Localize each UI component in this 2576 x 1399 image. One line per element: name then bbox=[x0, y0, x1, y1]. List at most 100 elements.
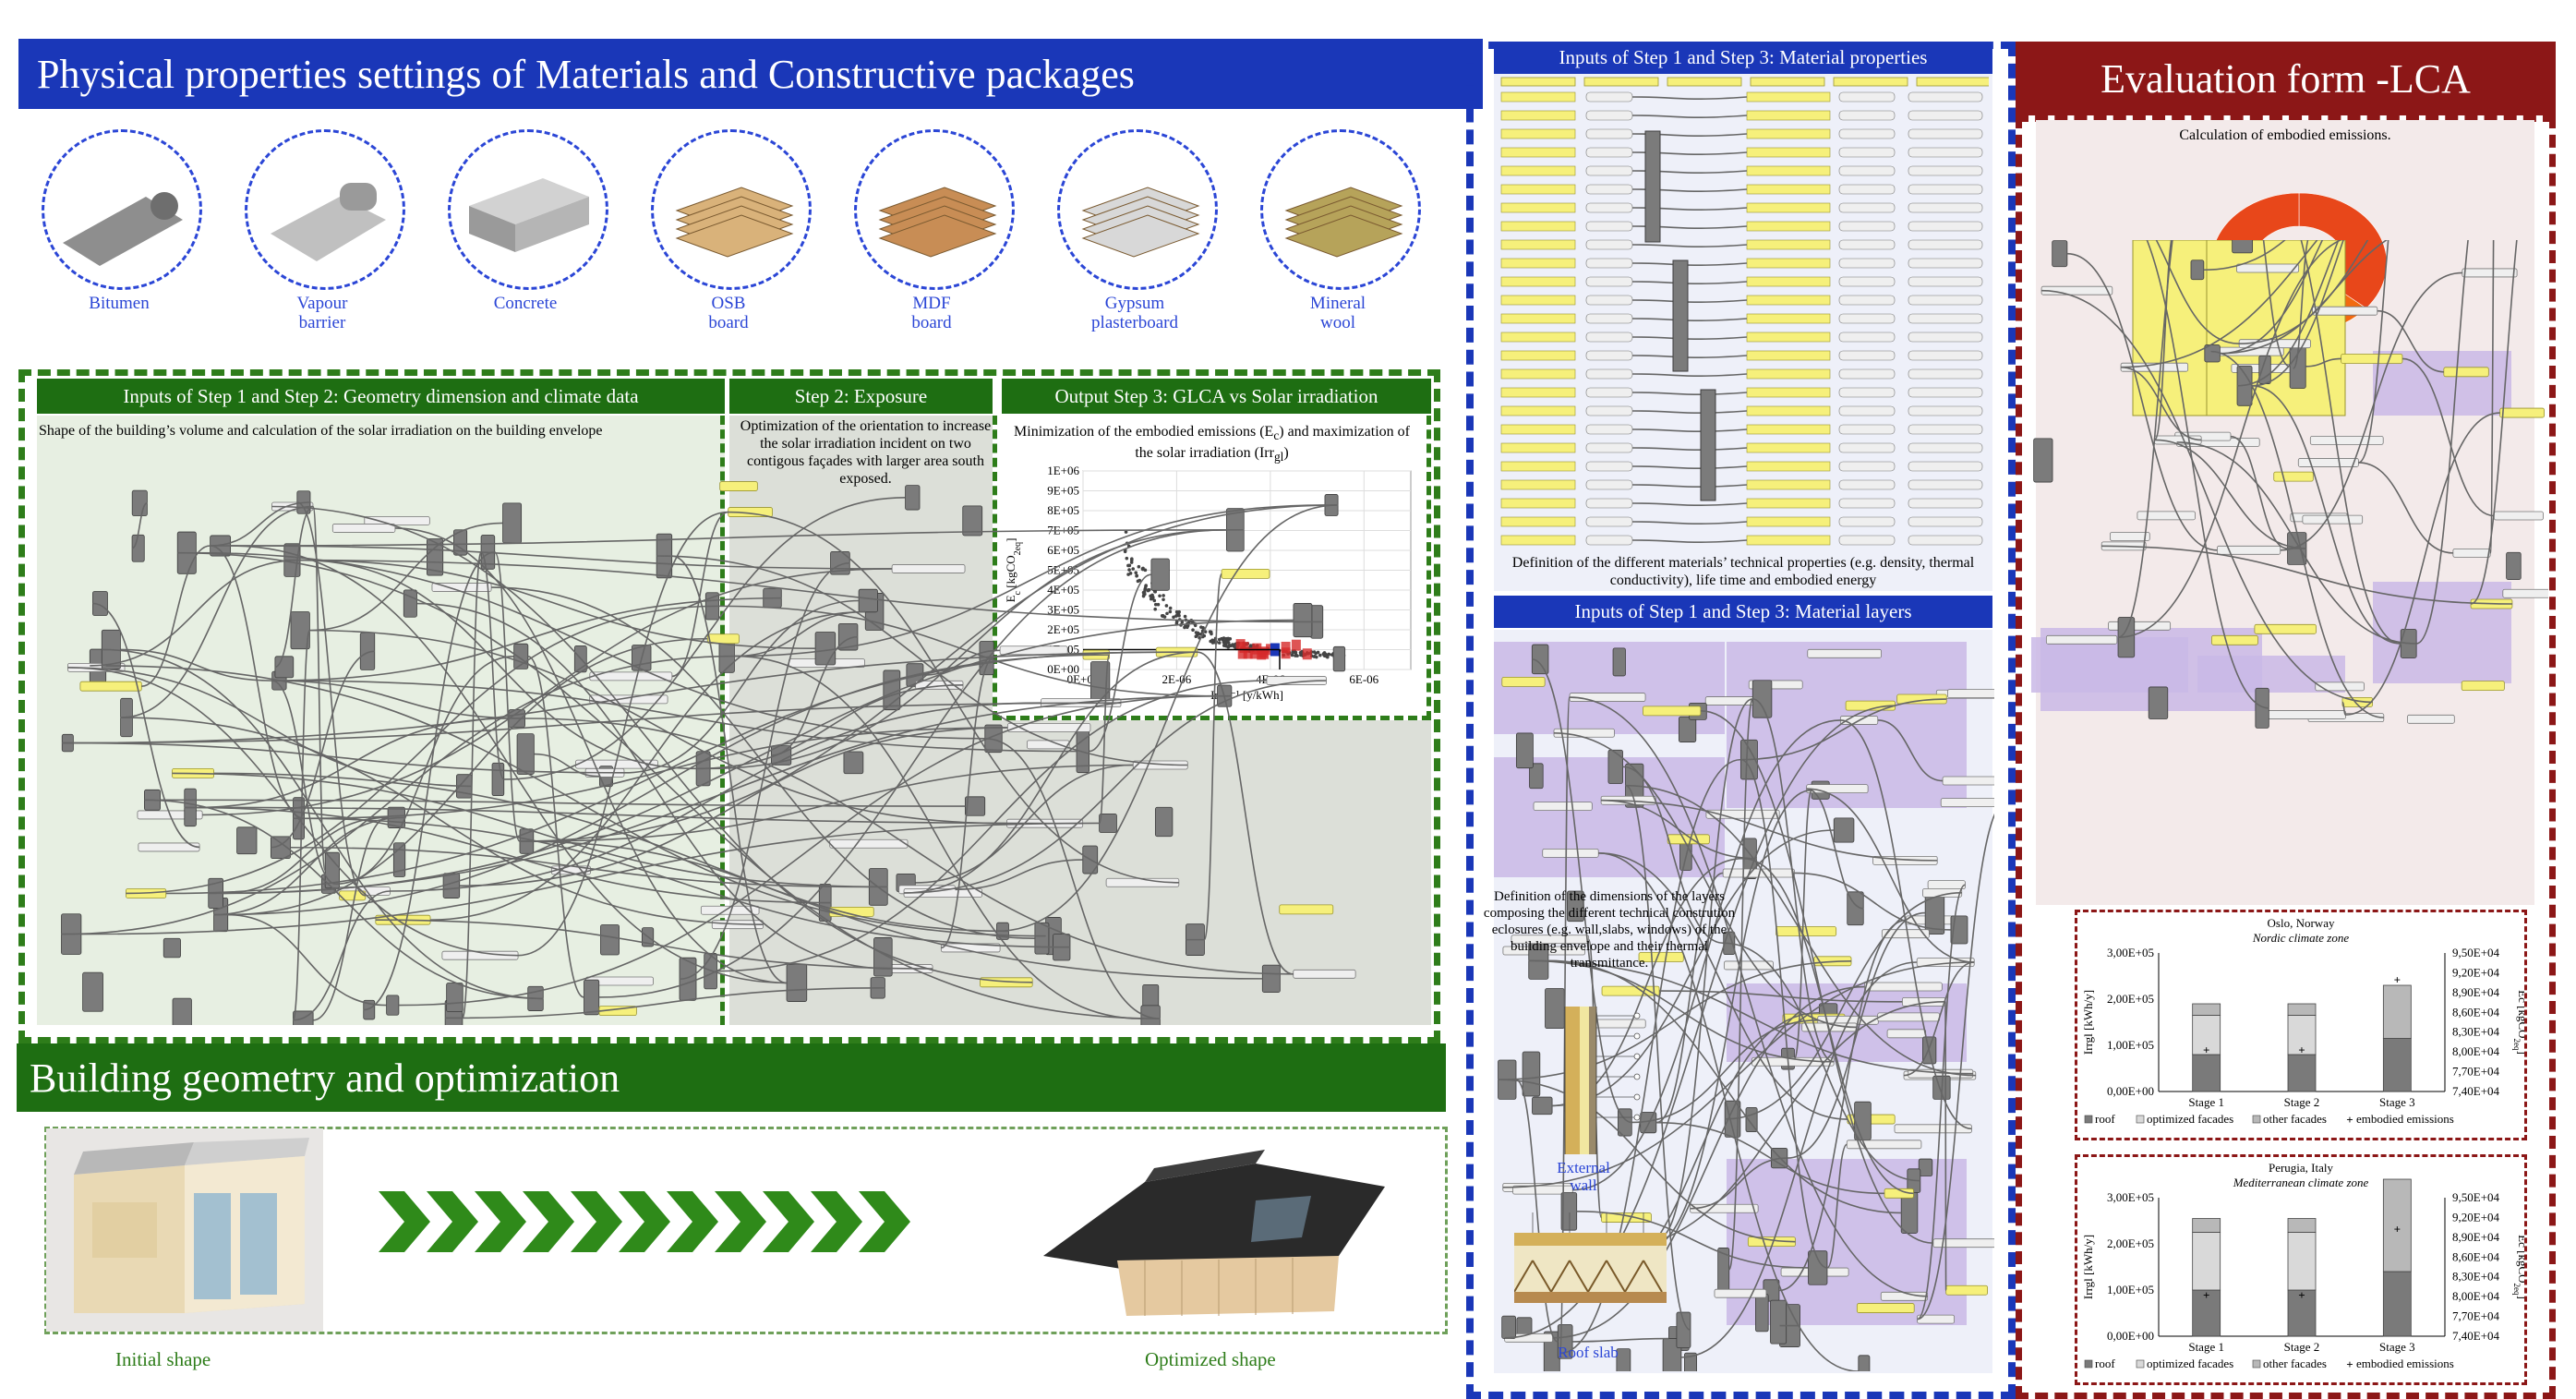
emission-marker: + bbox=[2394, 1223, 2401, 1236]
gh-material-name bbox=[1500, 110, 1576, 121]
gh-slider bbox=[1838, 165, 1896, 176]
gh-header-cell bbox=[1750, 77, 1825, 87]
chevron-icon bbox=[475, 1191, 526, 1252]
gh-wire bbox=[2220, 240, 2389, 355]
gh-wire bbox=[771, 635, 858, 756]
gh-wire bbox=[2252, 384, 2401, 645]
gh-wire bbox=[172, 772, 888, 888]
gh-node bbox=[1332, 645, 1346, 672]
gh-slider bbox=[1585, 350, 1633, 361]
selected-point bbox=[1302, 648, 1312, 660]
scatter-point bbox=[1228, 644, 1232, 647]
gh-slider bbox=[1838, 461, 1896, 472]
gh-wire bbox=[309, 629, 1007, 825]
gh-node bbox=[1293, 969, 1356, 979]
bar-roof bbox=[2192, 1054, 2221, 1092]
gh-wire bbox=[283, 559, 1323, 623]
bar-optimized-facades bbox=[2287, 1015, 2317, 1055]
gh-wire bbox=[734, 610, 866, 657]
scatter-point bbox=[1153, 607, 1157, 611]
bar-other-facades bbox=[2287, 1003, 2317, 1016]
gh-wire bbox=[1601, 799, 1938, 862]
gh-panel bbox=[1746, 461, 1831, 472]
y2-tick-label: 7,40E+04 bbox=[2452, 1329, 2500, 1343]
gh-node bbox=[1896, 693, 1947, 705]
gh-node bbox=[1945, 1284, 1988, 1296]
material-props-title: Inputs of Step 1 and Step 3: Material pr… bbox=[1494, 42, 1992, 74]
scatter-point bbox=[1126, 563, 1130, 568]
gh-wire bbox=[227, 913, 387, 1007]
gh-wire bbox=[1806, 788, 1975, 963]
gh-slider bbox=[1585, 165, 1633, 176]
gh-material-name bbox=[1500, 147, 1576, 158]
gh-wire bbox=[296, 501, 367, 897]
scatter-point bbox=[1191, 628, 1195, 632]
chevron-icon bbox=[763, 1191, 814, 1252]
y2-tick-label: 7,70E+04 bbox=[2452, 1309, 2500, 1323]
gh-material-name bbox=[1500, 276, 1576, 287]
gh-wire bbox=[1089, 573, 1152, 753]
gh-slider bbox=[1585, 147, 1633, 158]
scatter-point bbox=[1162, 594, 1165, 597]
scatter-point bbox=[1174, 614, 1178, 618]
gh-node bbox=[1616, 1348, 1631, 1371]
gh-material-name bbox=[1500, 258, 1576, 269]
y-tick-label: 2,00E+05 bbox=[2107, 1236, 2154, 1250]
legend-label: roof bbox=[2095, 1357, 2115, 1370]
gh-wire bbox=[696, 684, 964, 770]
gh-wire bbox=[141, 545, 211, 687]
chevron-icon bbox=[379, 1191, 430, 1252]
gh-wire bbox=[286, 680, 1077, 753]
scatter-point bbox=[1222, 639, 1227, 644]
emission-marker: + bbox=[2394, 973, 2401, 987]
gh-wire bbox=[196, 718, 509, 809]
scatter-point bbox=[1134, 571, 1138, 575]
gh-node bbox=[1560, 1192, 1578, 1231]
gh-wire bbox=[996, 504, 1339, 933]
chevron-icon bbox=[667, 1191, 718, 1252]
scatter-point bbox=[1186, 625, 1189, 630]
scatter-point bbox=[1294, 653, 1298, 657]
gh-slider bbox=[1908, 350, 1983, 361]
material-circle-3 bbox=[651, 129, 812, 290]
y2-tick-label: 8,60E+04 bbox=[2452, 1005, 2500, 1019]
gh-node bbox=[1807, 648, 1882, 658]
gh-node bbox=[1532, 1096, 1553, 1116]
scatter-point bbox=[1158, 594, 1162, 598]
scatter-point bbox=[1172, 615, 1175, 620]
gh-wire bbox=[271, 650, 375, 849]
gh-panel bbox=[1746, 442, 1831, 453]
gh-wire bbox=[1631, 299, 1748, 304]
gh-wire bbox=[271, 680, 525, 719]
gh-panel bbox=[1746, 184, 1831, 195]
selected-point bbox=[1239, 642, 1249, 654]
gh-wire bbox=[102, 648, 544, 1000]
gh-node bbox=[905, 485, 921, 511]
gh-node bbox=[1918, 1158, 1933, 1176]
material-label-6: Mineral wool bbox=[1309, 294, 1366, 332]
gh-wire bbox=[2203, 240, 2286, 271]
gh-material-name bbox=[1500, 405, 1576, 416]
gh-node bbox=[1770, 1299, 1788, 1345]
gh-wire bbox=[955, 859, 1083, 891]
scatter-point bbox=[1127, 568, 1131, 572]
gh-wire bbox=[2210, 350, 2384, 718]
gh-wire bbox=[1631, 115, 1748, 119]
y2-tick-label: 8,60E+04 bbox=[2452, 1249, 2500, 1263]
scatter-point bbox=[1248, 644, 1253, 647]
gh-panel bbox=[1746, 368, 1831, 380]
gh-material-name bbox=[1500, 313, 1576, 324]
gh-wire bbox=[2377, 309, 2444, 373]
scatter-point bbox=[1153, 602, 1158, 607]
gh-slider bbox=[1908, 479, 1983, 490]
material-image bbox=[1081, 187, 1200, 258]
legend-label: optimized facades bbox=[2147, 1112, 2233, 1126]
gh-wire bbox=[1655, 872, 1724, 1124]
materials-banner: Physical properties settings of Material… bbox=[18, 39, 1483, 109]
gh-node bbox=[131, 534, 145, 562]
scatter-point bbox=[1125, 556, 1129, 561]
gh-node bbox=[1886, 1029, 1927, 1039]
scatter-point bbox=[1140, 567, 1145, 571]
material-layers-title: Inputs of Step 1 and Step 3: Material la… bbox=[1494, 596, 1992, 628]
gh-wire bbox=[734, 504, 1325, 657]
